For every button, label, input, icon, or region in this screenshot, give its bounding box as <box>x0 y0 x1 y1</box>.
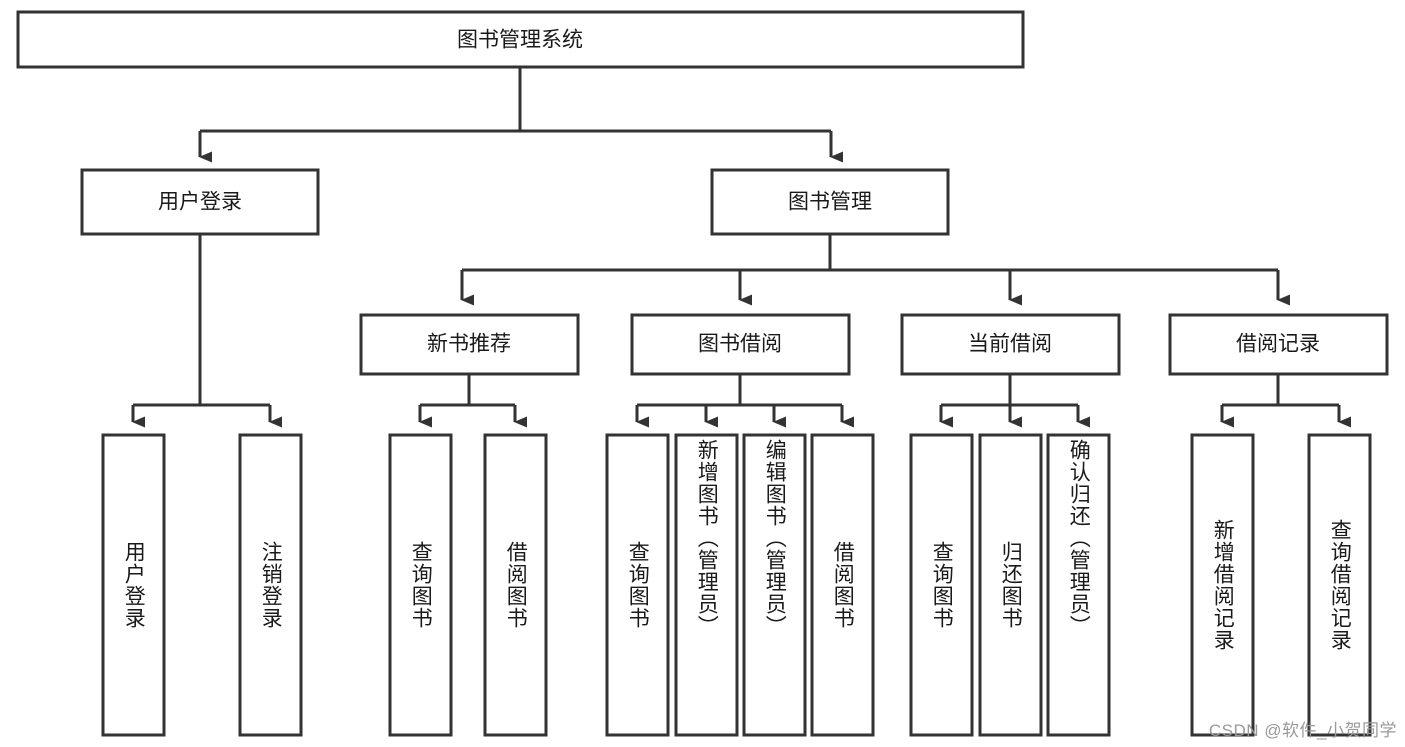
connector-new-book-to-leaves <box>418 374 527 428</box>
node-borrow-record[interactable]: 借阅记录 <box>1168 313 1389 376</box>
leaf-current-borrow-2: 确认归还（管理员） <box>1048 439 1109 731</box>
leaf-box-current-borrow-1[interactable] <box>978 433 1043 737</box>
node-root[interactable]: 图书管理系统 <box>16 10 1025 69</box>
node-current-borrow[interactable]: 当前借阅 <box>900 313 1121 376</box>
node-new-book-recommend[interactable]: 新书推荐 <box>359 313 580 376</box>
leaf-new-book-0: 查询图书 <box>390 435 451 735</box>
leaf-box-current-borrow-0[interactable] <box>909 433 974 737</box>
leaf-box-borrow-record-0[interactable] <box>1190 433 1255 737</box>
leaf-current-borrow-1-label: 归还图书 <box>999 541 1023 629</box>
leaf-user-login-1-label: 注销登录 <box>259 541 283 629</box>
node-root-box[interactable] <box>16 10 1025 69</box>
node-user-login-label: 用户登录 <box>158 191 242 214</box>
node-current-borrow-box[interactable] <box>900 313 1121 376</box>
leaf-borrow-record-0: 新增借阅记录 <box>1192 435 1253 735</box>
leaf-box-book-borrow-3[interactable] <box>810 433 875 737</box>
leaf-user-login-1: 注销登录 <box>240 435 301 735</box>
node-book-borrow[interactable]: 图书借阅 <box>630 313 851 376</box>
leaf-box-book-borrow-0[interactable] <box>605 433 670 737</box>
node-new-book-recommend-box[interactable] <box>359 313 580 376</box>
leaf-borrow-record-1: 查询借阅记录 <box>1309 435 1370 735</box>
node-user-login[interactable]: 用户登录 <box>80 168 320 236</box>
leaf-book-borrow-0-label: 查询图书 <box>626 541 650 629</box>
leaf-new-book-1: 借阅图书 <box>485 435 546 735</box>
connector-root-to-level2 <box>198 67 843 163</box>
connector-book-manage-to-level3 <box>460 234 1290 306</box>
node-current-borrow-label: 当前借阅 <box>968 333 1052 356</box>
leaf-box-current-borrow-2[interactable] <box>1046 433 1111 737</box>
leaf-box-book-borrow-1[interactable] <box>674 433 739 737</box>
leaf-book-borrow-3: 借阅图书 <box>812 435 873 735</box>
leaf-new-book-1-label: 借阅图书 <box>504 541 528 629</box>
node-user-login-box[interactable] <box>80 168 320 236</box>
csdn-watermark: CSDN @软件_小贺同学 <box>1208 721 1397 740</box>
leaf-current-borrow-0-label: 查询图书 <box>930 541 954 629</box>
leaf-box-new-book-0[interactable] <box>388 433 453 737</box>
connector-borrow-record-to-leaves <box>1220 374 1351 428</box>
leaf-box-user-login-1[interactable] <box>238 433 303 737</box>
node-new-book-recommend-label: 新书推荐 <box>427 333 511 356</box>
node-borrow-record-label: 借阅记录 <box>1236 333 1320 356</box>
node-borrow-record-box[interactable] <box>1168 313 1389 376</box>
leaf-book-borrow-1-label: 新增图书（管理员） <box>695 439 719 637</box>
leaf-current-borrow-1: 归还图书 <box>980 435 1041 735</box>
leaf-user-login-0: 用户登录 <box>103 435 164 735</box>
leaf-book-borrow-1: 新增图书（管理员） <box>676 439 737 731</box>
node-book-borrow-label: 图书借阅 <box>698 333 782 356</box>
connector-book-borrow-to-leaves <box>635 374 854 428</box>
leaf-borrow-record-0-label: 新增借阅记录 <box>1211 519 1235 651</box>
leaf-book-borrow-0: 查询图书 <box>607 435 668 735</box>
node-book-borrow-box[interactable] <box>630 313 851 376</box>
node-book-manage-label: 图书管理 <box>788 191 872 214</box>
leaf-user-login-0-label: 用户登录 <box>122 541 146 629</box>
leaf-book-borrow-3-label: 借阅图书 <box>831 541 855 629</box>
connector-user-login-to-leaves <box>131 234 282 428</box>
leaf-box-new-book-1[interactable] <box>483 433 548 737</box>
leaf-book-borrow-2: 编辑图书（管理员） <box>744 439 805 731</box>
node-root-label: 图书管理系统 <box>457 29 583 52</box>
leaf-current-borrow-2-label: 确认归还（管理员） <box>1067 439 1091 637</box>
leaf-current-borrow-0: 查询图书 <box>911 435 972 735</box>
leaf-book-borrow-2-label: 编辑图书（管理员） <box>763 439 787 637</box>
leaf-box-user-login-0[interactable] <box>101 433 166 737</box>
leaf-box-borrow-record-1[interactable] <box>1307 433 1372 737</box>
leaf-box-book-borrow-2[interactable] <box>742 433 807 737</box>
connector-current-borrow-to-leaves <box>939 374 1090 428</box>
leaf-borrow-record-1-label: 查询借阅记录 <box>1328 519 1352 651</box>
leaf-new-book-0-label: 查询图书 <box>409 541 433 629</box>
node-book-manage[interactable]: 图书管理 <box>710 168 950 236</box>
